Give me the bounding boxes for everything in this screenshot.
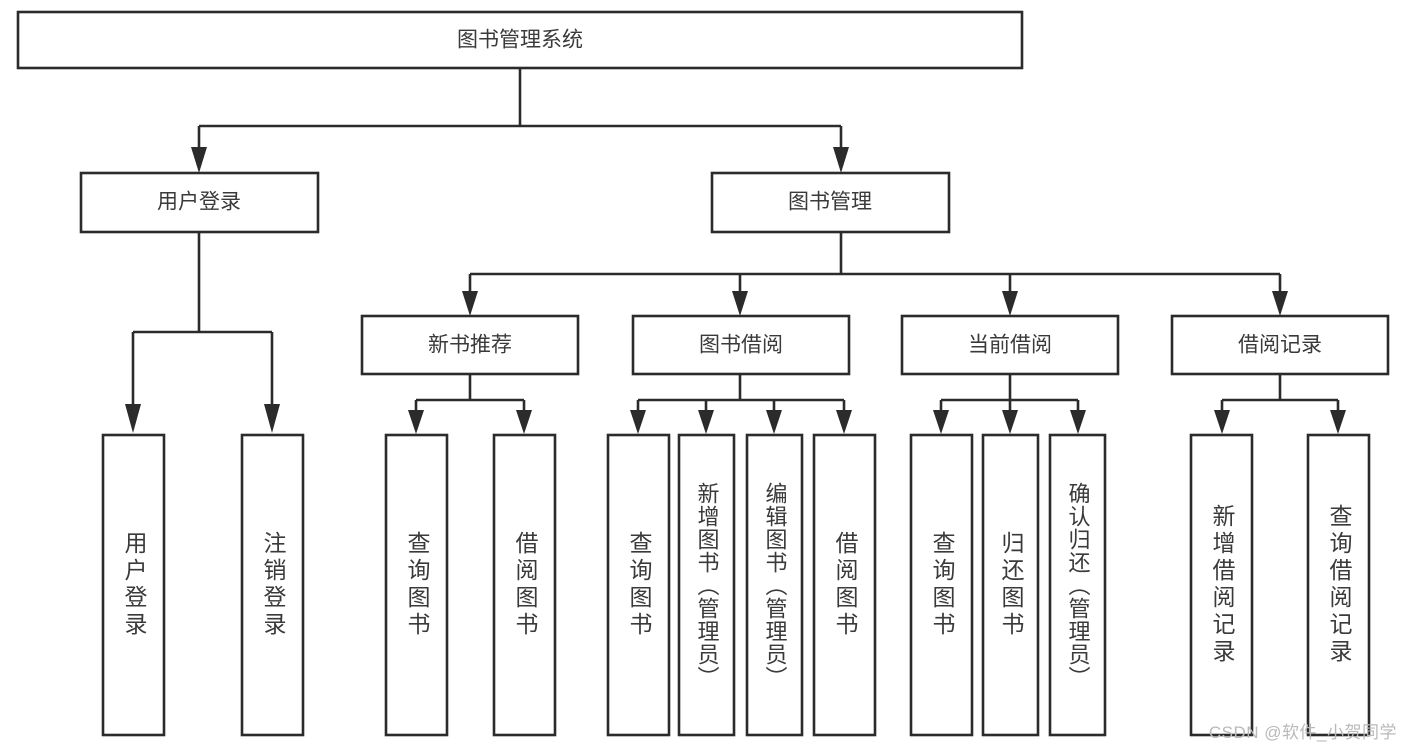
connector-newbook-to-leaves	[408, 374, 532, 434]
connector-currentborrow-to-leaves	[933, 374, 1086, 434]
node-root[interactable]: 图书管理系统	[16, 10, 1024, 70]
leaf-box-user-login-1[interactable]	[240, 433, 305, 737]
connector-root-to-level1	[191, 68, 849, 173]
leaf-box-user-login-0[interactable]	[101, 433, 166, 737]
leaf-box-new-book-1[interactable]	[492, 433, 557, 737]
leaf-box-new-book-0[interactable]	[384, 433, 449, 737]
leaf-box-borrow-record-1[interactable]	[1306, 433, 1371, 737]
node-user-login[interactable]: 用户登录	[79, 171, 320, 234]
node-new-book-recommend-label: 新书推荐	[428, 334, 512, 357]
node-book-borrow-label: 图书借阅	[699, 334, 783, 357]
node-book-management[interactable]: 图书管理	[710, 171, 951, 234]
node-user-login-label: 用户登录	[157, 191, 241, 214]
node-current-borrow[interactable]: 当前借阅	[900, 314, 1120, 376]
node-borrow-record[interactable]: 借阅记录	[1170, 314, 1390, 376]
node-new-book-recommend[interactable]: 新书推荐	[360, 314, 580, 376]
leaf-box-borrow-record-0[interactable]	[1189, 433, 1254, 737]
leaf-box-book-borrow-3[interactable]	[812, 433, 877, 737]
leaf-box-current-borrow-1[interactable]	[981, 433, 1040, 737]
connector-bookborrow-to-leaves	[630, 374, 852, 434]
connector-userlogin-to-leaves	[125, 232, 280, 433]
leaf-box-book-borrow-1[interactable]	[677, 433, 736, 737]
leaf-box-book-borrow-0[interactable]	[606, 433, 671, 737]
node-root-label: 图书管理系统	[457, 29, 583, 52]
connector-bookmgmt-to-level2	[462, 232, 1288, 316]
leaf-box-current-borrow-2[interactable]	[1048, 433, 1107, 737]
node-book-borrow[interactable]: 图书借阅	[631, 314, 851, 376]
node-borrow-record-label: 借阅记录	[1238, 334, 1322, 357]
node-book-management-label: 图书管理	[788, 191, 872, 214]
connector-borrowrecord-to-leaves	[1214, 374, 1346, 434]
leaf-box-current-borrow-0[interactable]	[909, 433, 974, 737]
node-current-borrow-label: 当前借阅	[968, 334, 1052, 357]
leaf-box-book-borrow-2[interactable]	[745, 433, 804, 737]
